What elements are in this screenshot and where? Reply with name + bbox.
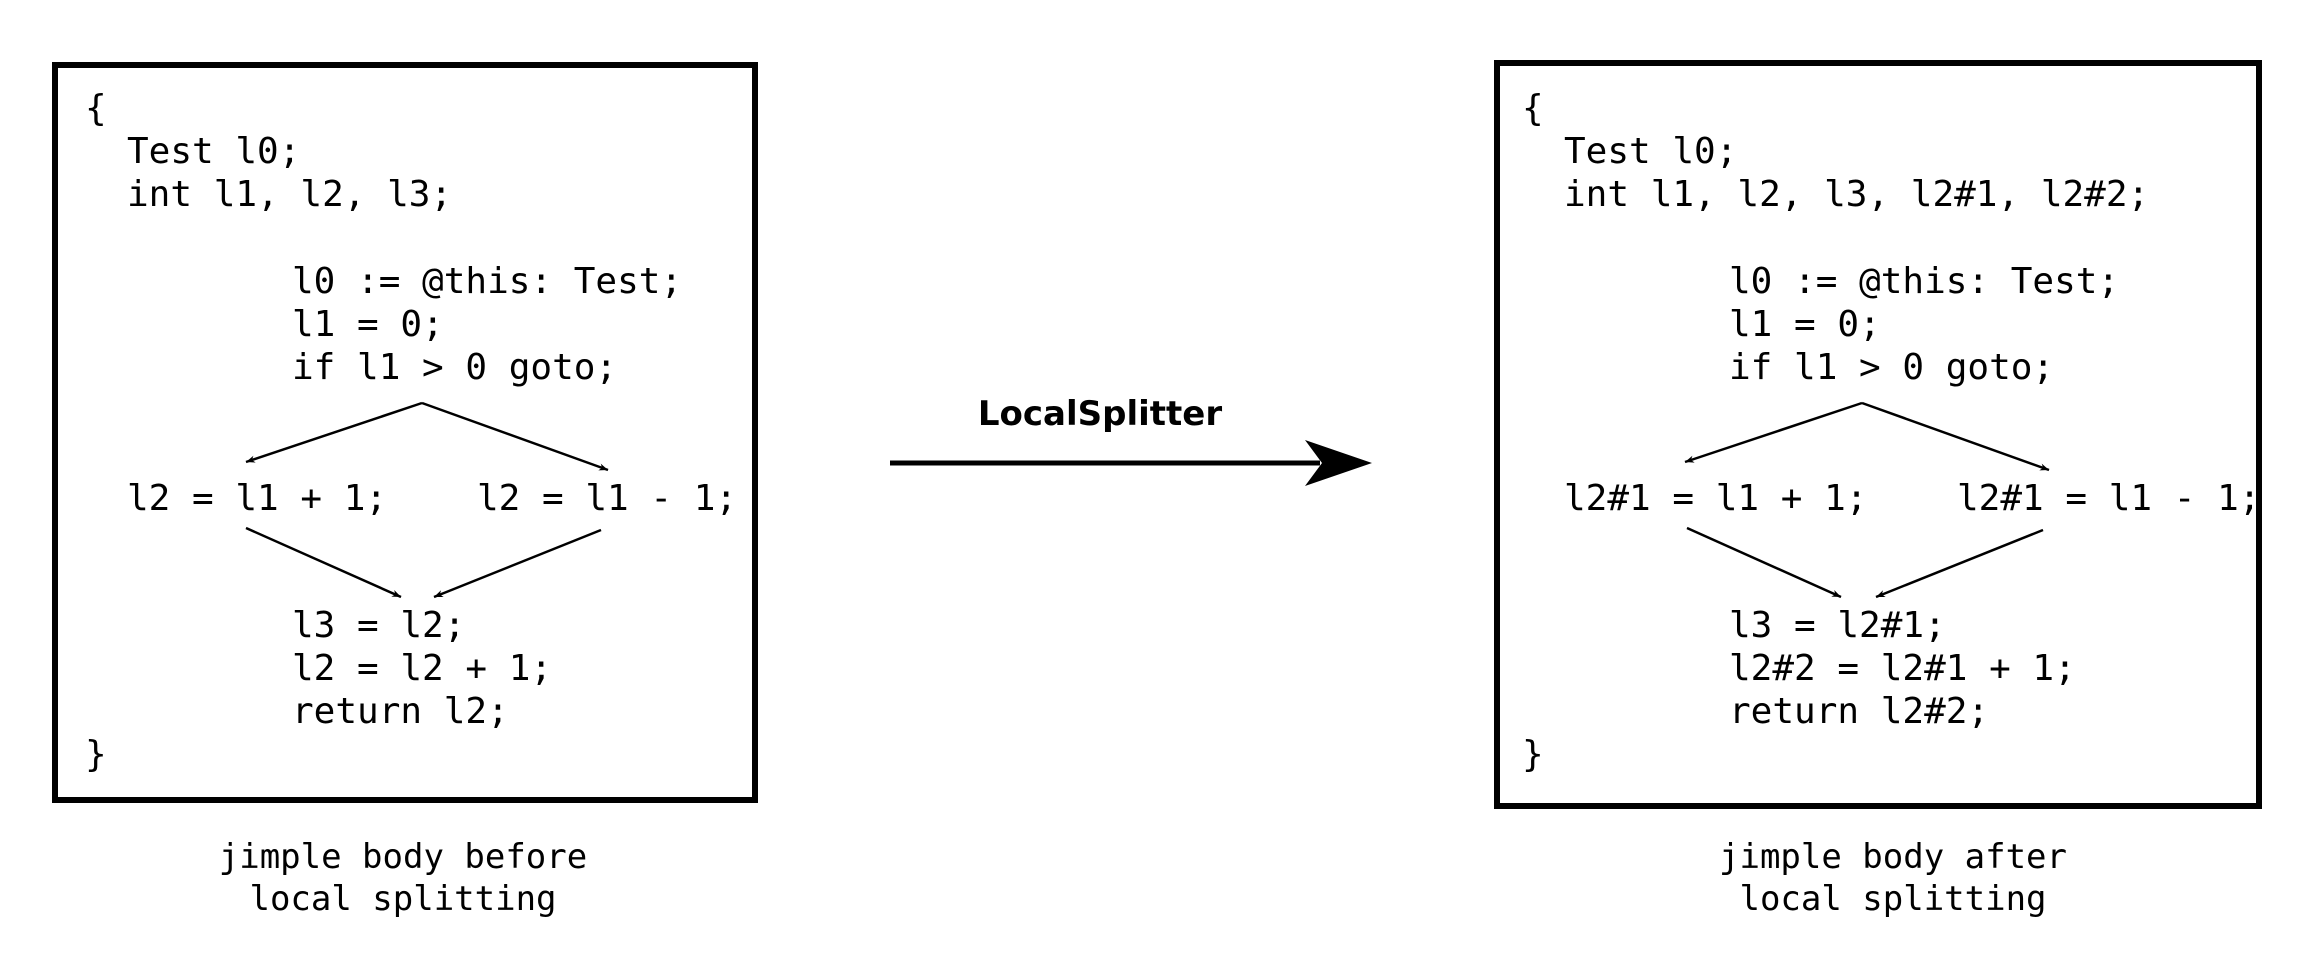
after-decl-test: Test l0; [1564,131,1737,172]
before-stmt-l2: l2 = l2 + 1; [292,648,552,689]
after-code-box [1494,60,2262,809]
after-edge-left-to-join [1686,526,1842,599]
before-branch-right: l2 = l1 - 1; [477,478,737,519]
after-stmt-if: if l1 > 0 goto; [1729,347,2054,388]
local-splitter-arrow: LocalSplitter [890,394,1372,486]
before-stmt-return: return l2; [292,691,509,732]
after-caption-line1: jimple body after [1719,837,2067,877]
after-edge-right-to-join [1875,528,2044,599]
after-edge-if-to-right [1861,401,2050,472]
before-caption-line2: local splitting [249,879,556,919]
after-decl-int: int l1, l2, l3, l2#1, l2#2; [1564,174,2149,215]
before-stmt-this: l0 := @this: Test; [292,261,682,302]
after-edge-if-to-left [1684,401,1863,464]
after-caption-line2: local splitting [1739,879,2046,919]
before-decl-int: int l1, l2, l3; [127,174,452,215]
before-edge-if-to-right [421,401,609,472]
after-panel: { Test l0; int l1, l2, l3, l2#1, l2#2; l… [1494,60,2262,919]
after-stmt-l3: l3 = l2#1; [1729,605,1946,646]
before-decl-test: Test l0; [127,131,300,172]
before-open-brace: { [85,88,107,129]
before-edge-left-to-join [245,526,402,599]
before-branch-left: l2 = l1 + 1; [127,478,387,519]
after-stmt-l2: l2#2 = l2#1 + 1; [1729,648,2076,689]
after-stmt-this: l0 := @this: Test; [1729,261,2119,302]
before-caption-line1: jimple body before [219,837,587,877]
after-stmt-return: return l2#2; [1729,691,1989,732]
before-edge-right-to-join [433,528,602,599]
after-branch-right: l2#1 = l1 - 1; [1957,478,2260,519]
after-branch-left: l2#1 = l1 + 1; [1564,478,1867,519]
before-close-brace: } [85,734,107,775]
after-open-brace: { [1522,88,1544,129]
before-panel: { Test l0; int l1, l2, l3; l0 := @this: … [52,62,758,919]
after-stmt-l1: l1 = 0; [1729,304,1881,345]
before-stmt-if: if l1 > 0 goto; [292,347,617,388]
local-splitter-label: LocalSplitter [978,394,1222,434]
main-arrow-head [1305,440,1372,486]
before-stmt-l3: l3 = l2; [292,605,465,646]
before-code-box [52,62,758,803]
before-stmt-l1: l1 = 0; [292,304,444,345]
after-close-brace: } [1522,734,1544,775]
before-edge-if-to-left [245,401,423,464]
